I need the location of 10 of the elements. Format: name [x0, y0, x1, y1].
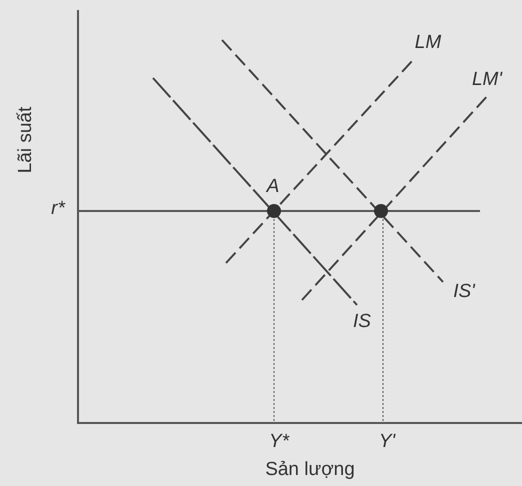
- point-label: A: [266, 176, 280, 198]
- curve-label: IS: [353, 311, 371, 333]
- curve-label: LM: [414, 32, 442, 54]
- curve-label: IS': [453, 281, 475, 303]
- axis-value-label: r*: [51, 198, 65, 220]
- axis-value-label: Y': [378, 431, 396, 453]
- axis-title: Sản lượng: [265, 459, 355, 481]
- axis-value-label: Y*: [268, 431, 290, 453]
- axis-title: Lãi suất: [15, 106, 37, 174]
- curve-label: LM': [472, 69, 502, 91]
